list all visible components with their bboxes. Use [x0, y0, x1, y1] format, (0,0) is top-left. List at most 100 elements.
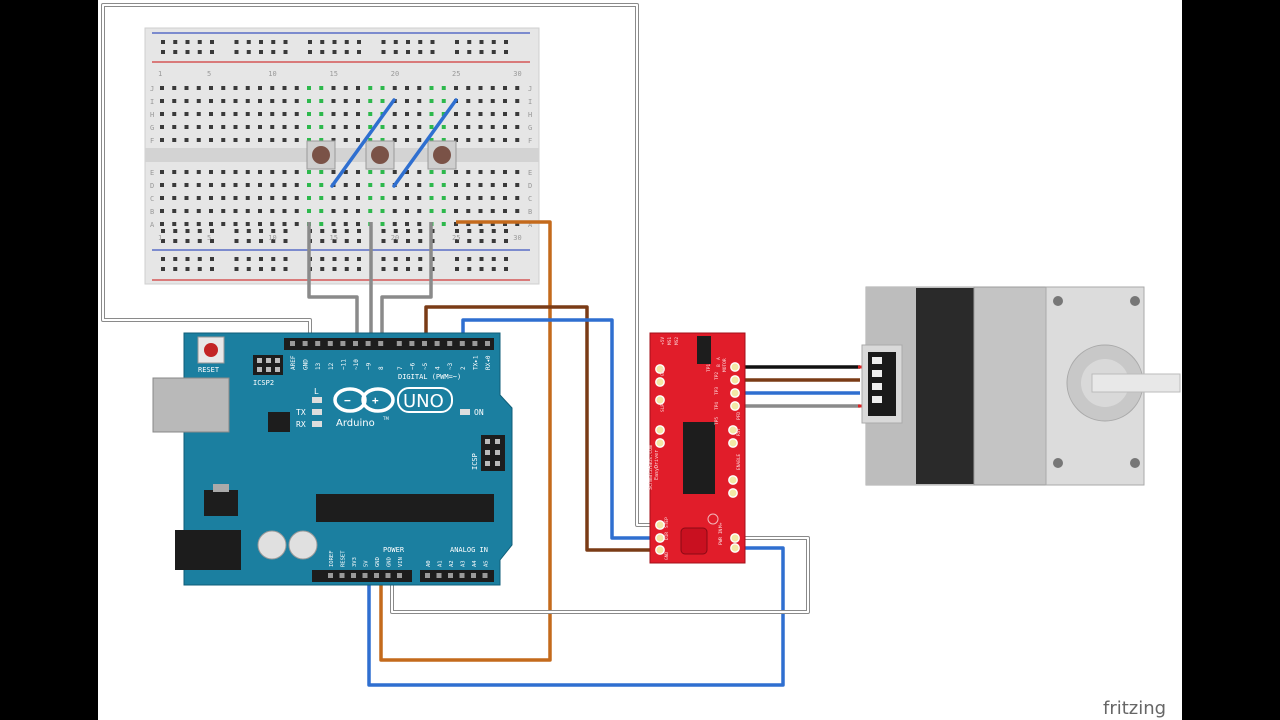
- push-button-3[interactable]: [427, 140, 457, 170]
- digital-pin-label: ~5: [422, 362, 429, 370]
- rail-hole: [320, 50, 325, 54]
- power-pin[interactable]: [339, 573, 345, 578]
- reset-button[interactable]: [197, 336, 225, 364]
- digital-pin[interactable]: [315, 341, 321, 346]
- driver-pad[interactable]: [728, 425, 738, 435]
- driver-pad[interactable]: [655, 364, 665, 374]
- digital-pin-label: AREF: [290, 355, 297, 370]
- rail-hole: [467, 40, 472, 44]
- breadboard-hole: [270, 138, 275, 142]
- column-number: 5: [207, 70, 211, 78]
- breadboard-hole: [454, 125, 458, 129]
- driver-pad[interactable]: [655, 395, 665, 405]
- driver-pad[interactable]: [728, 488, 738, 498]
- power-pin[interactable]: [328, 573, 333, 578]
- analog-pin[interactable]: [482, 573, 488, 578]
- rail-hole: [406, 257, 410, 261]
- rail-hole: [381, 267, 386, 271]
- row-letter: E: [150, 169, 154, 177]
- breadboard-hole: [294, 196, 299, 200]
- power-pin[interactable]: [397, 573, 402, 578]
- rail-hole: [504, 267, 508, 271]
- icsp2-header: [253, 355, 283, 375]
- breadboard-hole: [454, 183, 458, 187]
- power-pin[interactable]: [385, 573, 391, 578]
- driver-pad[interactable]: [730, 362, 740, 372]
- power-pin[interactable]: [374, 573, 379, 578]
- analog-pin[interactable]: [425, 573, 430, 578]
- rail-hole: [357, 239, 361, 243]
- driver-pad[interactable]: [730, 543, 740, 553]
- driver-pad[interactable]: [730, 401, 740, 411]
- driver-pad[interactable]: [655, 533, 665, 543]
- rail-hole: [430, 50, 435, 54]
- driver-name: EasyDriver: [654, 450, 660, 480]
- digital-pin[interactable]: [447, 341, 453, 346]
- power-pin[interactable]: [351, 573, 356, 578]
- digital-pin[interactable]: [353, 341, 358, 346]
- driver-pad[interactable]: [730, 388, 740, 398]
- driver-pad[interactable]: [730, 375, 740, 385]
- digital-pin[interactable]: [422, 341, 427, 346]
- breadboard-hole: [417, 222, 422, 226]
- breadboard-hole: [294, 86, 299, 90]
- digital-pin[interactable]: [378, 341, 384, 346]
- driver-pad[interactable]: [655, 377, 665, 387]
- analog-pin[interactable]: [471, 573, 476, 578]
- breadboard-hole: [160, 125, 164, 129]
- analog-pin[interactable]: [436, 573, 442, 578]
- driver-pad[interactable]: [655, 545, 665, 555]
- push-button-1[interactable]: [306, 140, 336, 170]
- digital-pin[interactable]: [434, 341, 440, 346]
- digital-pin[interactable]: [409, 341, 415, 346]
- driver-pad[interactable]: [655, 520, 665, 530]
- breadboard-hole: [368, 183, 373, 187]
- breadboard-hole: [356, 125, 360, 129]
- usb-port: [152, 377, 230, 433]
- rail-hole: [173, 267, 178, 271]
- breadboard-hole: [331, 138, 336, 142]
- driver-pad[interactable]: [655, 425, 665, 435]
- icsp-label: ICSP: [471, 453, 479, 470]
- rail-hole: [320, 40, 325, 44]
- breadboard-hole: [490, 112, 495, 116]
- analog-pin[interactable]: [448, 573, 453, 578]
- rail-hole: [259, 40, 263, 44]
- digital-pin[interactable]: [290, 341, 295, 346]
- breadboard-hole: [503, 170, 507, 174]
- rail-hole: [185, 229, 190, 233]
- power-pin[interactable]: [362, 573, 368, 578]
- driver-label: MS1: [667, 337, 673, 345]
- driver-pad[interactable]: [655, 438, 665, 448]
- rail-hole: [381, 229, 386, 233]
- rail-hole: [173, 239, 178, 243]
- breadboard-hole: [245, 112, 250, 116]
- rail-hole: [259, 239, 263, 243]
- breadboard-hole: [405, 112, 409, 116]
- breadboard-hole: [233, 138, 238, 142]
- driver-label: ENABLE: [736, 453, 742, 470]
- driver-pad[interactable]: [728, 438, 738, 448]
- column-number: 30: [513, 70, 521, 78]
- breadboard-hole: [356, 196, 360, 200]
- digital-pin[interactable]: [485, 341, 490, 346]
- push-button-2[interactable]: [365, 140, 395, 170]
- driver-pad[interactable]: [728, 475, 738, 485]
- breadboard-hole: [172, 138, 177, 142]
- breadboard-hole: [233, 86, 238, 90]
- breadboard-hole: [307, 196, 311, 200]
- digital-pin[interactable]: [340, 341, 346, 346]
- rail-hole: [185, 40, 190, 44]
- breadboard-hole: [319, 170, 324, 174]
- rail-hole: [357, 50, 361, 54]
- analog-pin[interactable]: [459, 573, 465, 578]
- breadboard-hole: [454, 86, 458, 90]
- digital-pin[interactable]: [365, 341, 371, 346]
- digital-pin[interactable]: [472, 341, 478, 346]
- digital-pin[interactable]: [396, 341, 402, 346]
- digital-pin[interactable]: [302, 341, 308, 346]
- digital-pin[interactable]: [459, 341, 465, 346]
- digital-pin[interactable]: [327, 341, 333, 346]
- driver-pad[interactable]: [730, 533, 740, 543]
